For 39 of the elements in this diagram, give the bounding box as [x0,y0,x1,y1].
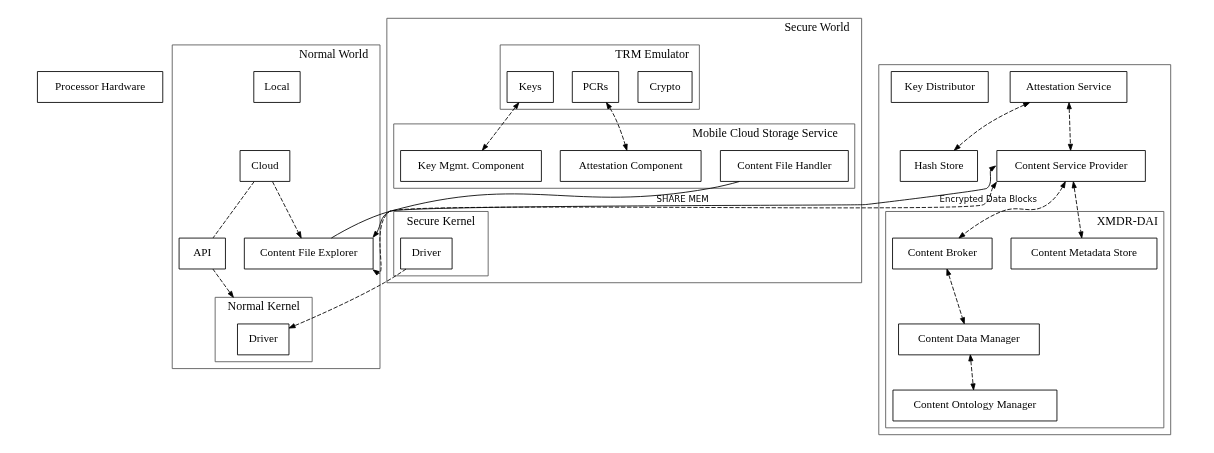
node-box: Hash Store [899,150,978,182]
arrow [958,181,1066,239]
node-box: Content File Handler [719,150,849,182]
arrow [605,102,628,151]
cluster [877,64,1171,436]
arrow [271,181,302,239]
node-box: Key Distributor [890,71,989,103]
arrow [1071,181,1083,239]
node-box: Cloud [239,150,290,182]
node-box: Content Data Manager [897,323,1040,356]
node-box: Processor Hardware [36,71,163,103]
node-box: Content Metadata Store [1010,237,1157,270]
node-box: Content Service Provider [995,150,1146,182]
node-box: Attestation Service [1009,71,1127,103]
node-box: Attestation Component [559,150,701,182]
node-box: Crypto [637,71,692,103]
node-box: Local [252,71,301,103]
arrow [481,102,519,151]
arrow [211,268,234,298]
node-box: API [178,237,226,270]
node-box: Driver [236,323,289,356]
arrow [372,165,996,238]
edge-label: SHARE MEM [656,194,709,205]
edge-label: Encrypted Data Blocks [939,194,1037,205]
arrow [953,102,1030,151]
connector [212,181,254,239]
connector [330,181,740,239]
arrow [288,268,406,329]
arrow [1066,102,1073,151]
node-box: Key Mgmt. Component [399,150,542,182]
node-box: Keys [506,71,554,103]
arrow [372,181,997,276]
arrow [967,354,976,391]
node-box: Driver [399,237,453,270]
node-box: Content Broker [891,237,993,270]
node-box: Content File Explorer [243,237,374,270]
arrow [945,268,965,325]
node-box: Content Ontology Manager [892,389,1057,422]
node-box: PCRs [571,71,619,103]
